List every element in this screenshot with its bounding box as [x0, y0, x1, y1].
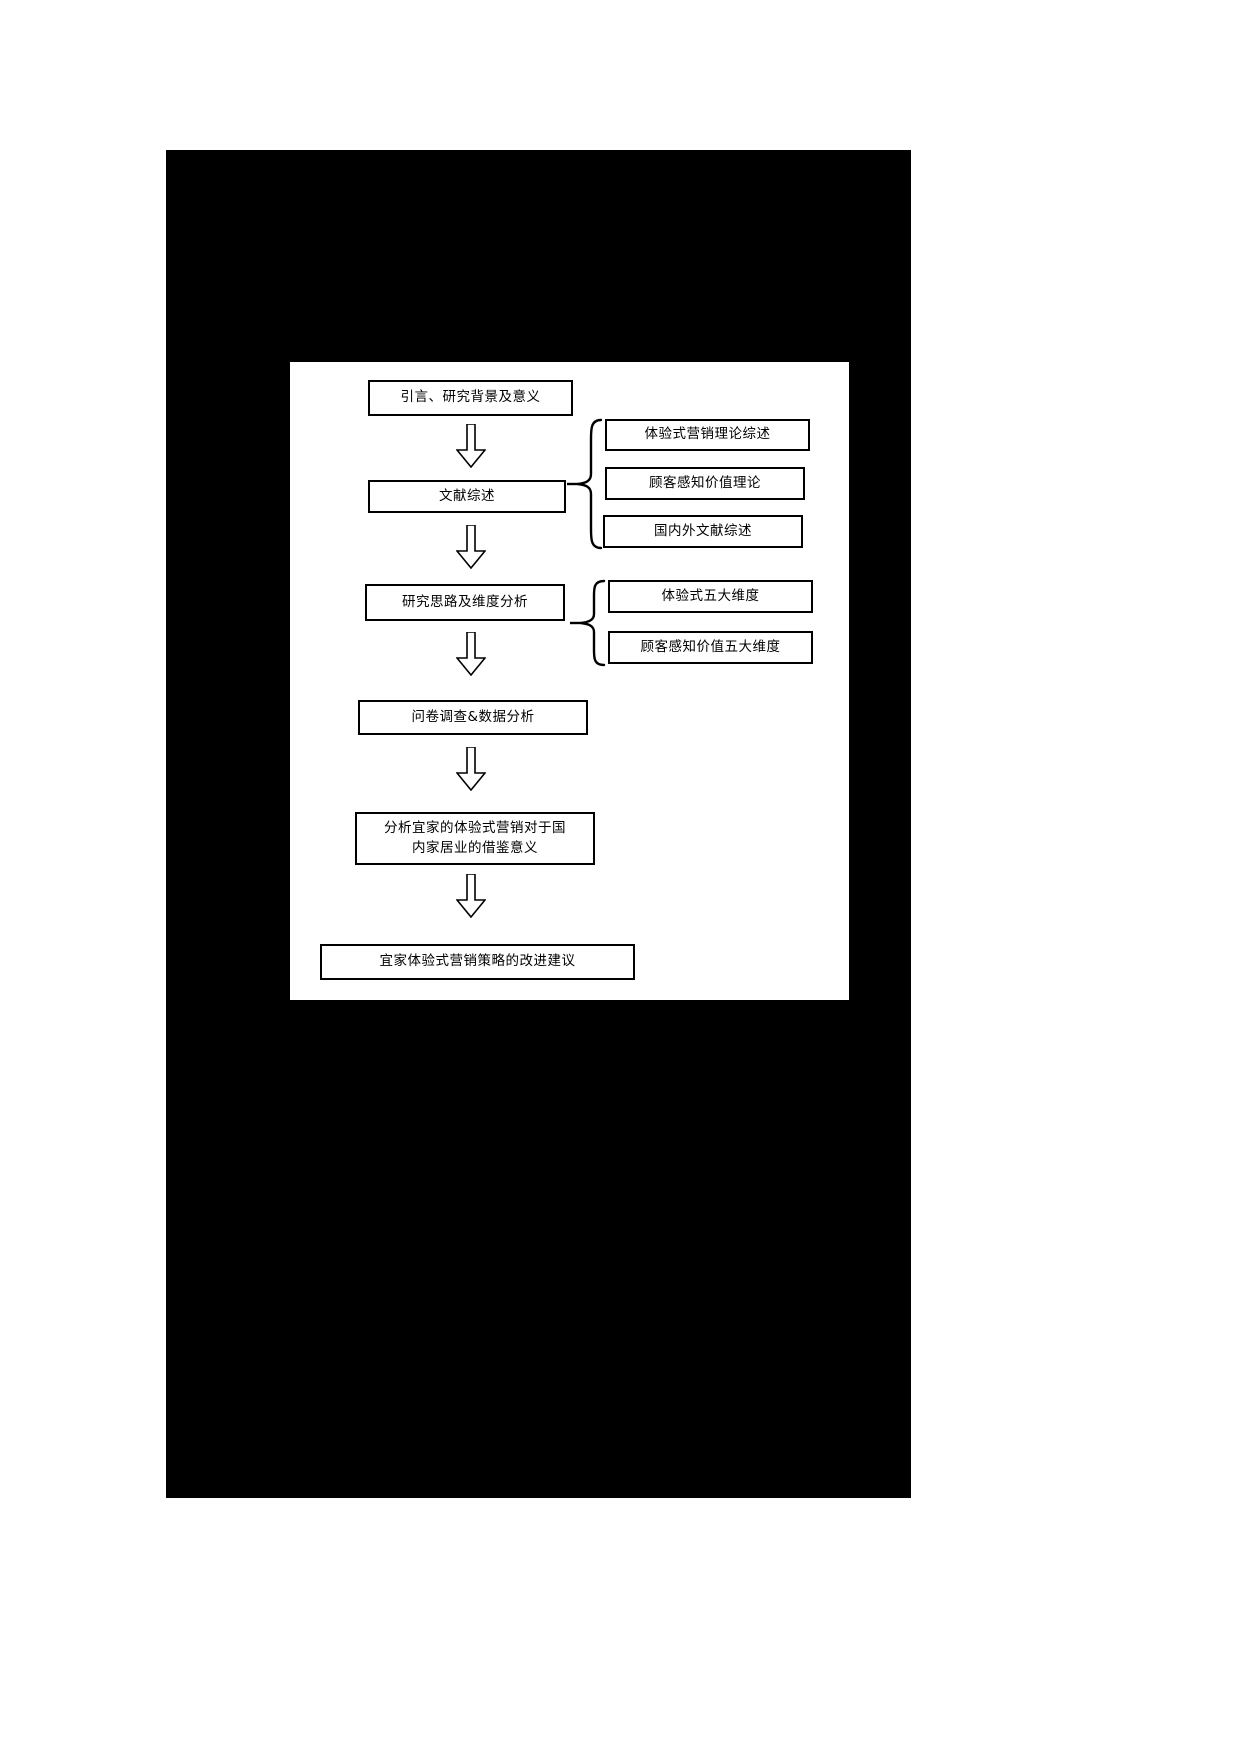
- down-arrow-icon: [456, 747, 486, 791]
- branch-node-customer-perceived-value-theory[interactable]: 顾客感知价值理论: [605, 467, 805, 500]
- down-arrow-icon: [456, 874, 486, 918]
- flow-node-literature-review[interactable]: 文献综述: [368, 480, 566, 513]
- flow-node-questionnaire-analysis[interactable]: 问卷调查&数据分析: [358, 700, 588, 735]
- flow-node-research-approach[interactable]: 研究思路及维度分析: [365, 584, 565, 621]
- down-arrow-icon: [456, 424, 486, 468]
- branch-node-experiential-marketing-theory[interactable]: 体验式营销理论综述: [605, 419, 810, 451]
- flow-node-improvement-suggestions[interactable]: 宜家体验式营销策略的改进建议: [320, 944, 635, 980]
- branch-node-perceived-value-five-dimensions[interactable]: 顾客感知价值五大维度: [608, 631, 813, 664]
- flow-node-intro[interactable]: 引言、研究背景及意义: [368, 380, 573, 416]
- down-arrow-icon: [456, 632, 486, 676]
- curly-brace-icon: [567, 417, 607, 552]
- flow-node-ikea-implications[interactable]: 分析宜家的体验式营销对于国 内家居业的借鉴意义: [355, 812, 595, 865]
- branch-node-domestic-foreign-literature[interactable]: 国内外文献综述: [603, 515, 803, 548]
- flowchart-canvas: 引言、研究背景及意义 文献综述 研究思路及维度分析 问卷调查&数据分析 分析宜家…: [290, 362, 849, 1000]
- down-arrow-icon: [456, 525, 486, 569]
- branch-node-experiential-five-dimensions[interactable]: 体验式五大维度: [608, 580, 813, 613]
- curly-brace-icon: [570, 578, 610, 668]
